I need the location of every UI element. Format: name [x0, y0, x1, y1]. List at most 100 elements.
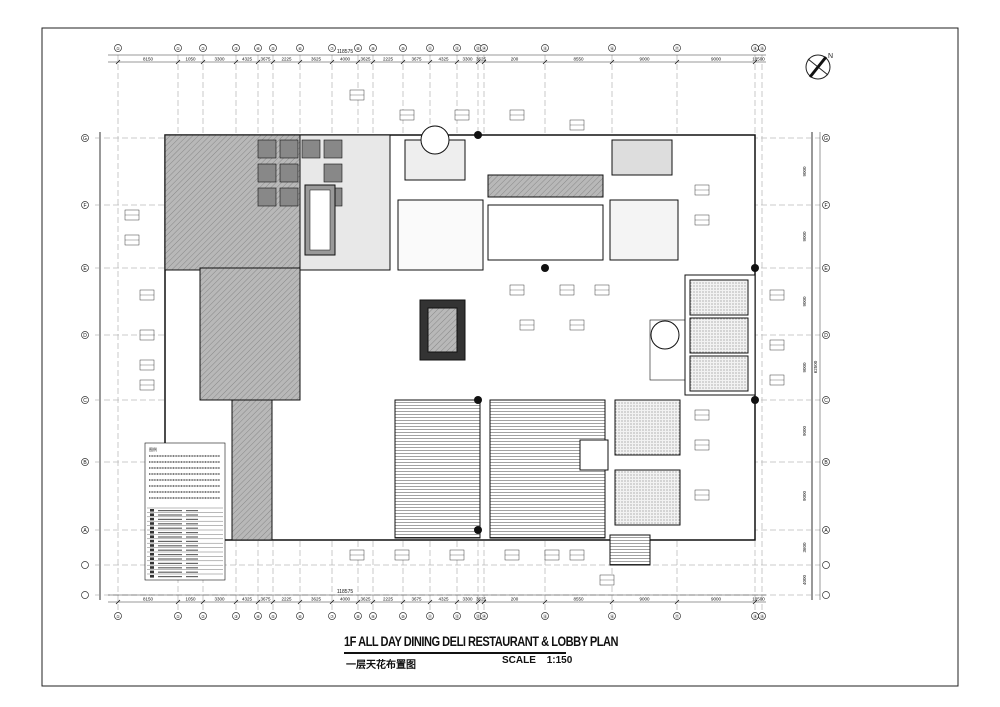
grid-bubble — [673, 44, 681, 52]
grid-bubble — [822, 264, 830, 272]
grid-column-label: ⑭ — [482, 613, 486, 619]
legend-desc — [186, 510, 198, 512]
dimension-value: 4000 — [340, 57, 351, 62]
dimension-tick — [427, 599, 433, 605]
lobby-column-outline — [649, 319, 686, 381]
grid-bubble — [673, 612, 681, 620]
grid-column-label: ⑮ — [543, 613, 547, 619]
dimension-value: 3300 — [214, 597, 225, 602]
grid-bubble — [114, 612, 122, 620]
dimension-tick — [674, 599, 680, 605]
grid-bubble — [296, 44, 304, 52]
grid-column-label: ⑨ — [371, 614, 375, 619]
grid-bubble — [399, 44, 407, 52]
grid-bubble — [822, 201, 830, 209]
dimension-value: 10500 — [752, 597, 765, 602]
legend-symbol — [150, 509, 154, 512]
floor-plan: 图例 — [124, 89, 785, 586]
ceiling-feature-zone — [487, 204, 604, 261]
grid-column-label: ⑩ — [401, 46, 405, 51]
grid-bubble — [822, 526, 830, 534]
dimension-value: 3625 — [476, 57, 487, 62]
dimension-value: 3625 — [311, 597, 322, 602]
dimension-tick — [454, 599, 460, 605]
dimension-value: 8550 — [573, 597, 584, 602]
grid-bubble — [296, 612, 304, 620]
legend-symbol — [150, 517, 154, 521]
grid-row-label: F — [824, 203, 827, 209]
dimension-tick — [270, 599, 276, 605]
legend-desc — [186, 558, 198, 560]
north-label: N — [828, 53, 833, 60]
structural-column — [474, 131, 482, 139]
grid-bubble — [328, 612, 336, 620]
dimension-value: 3675 — [260, 597, 271, 602]
grid-bubble — [81, 458, 89, 466]
grid-bubble — [199, 612, 207, 620]
dimension-value: 9000 — [639, 597, 650, 602]
legend-heading: 图例 — [149, 446, 157, 452]
grid-row-label: F — [83, 203, 86, 209]
grid-bubble — [174, 612, 182, 620]
legend-symbol — [150, 566, 154, 569]
grid-column-label: ③ — [234, 46, 238, 51]
structural-column — [751, 264, 759, 272]
legend-desc — [186, 571, 198, 573]
scale-label: SCALE — [502, 655, 536, 666]
overall-dimension: 62500 — [813, 360, 818, 373]
dimension-value: 1050 — [185, 57, 196, 62]
grid-bubble — [822, 591, 830, 599]
legend-desc — [158, 545, 182, 547]
grid-bubble — [822, 458, 830, 466]
dimension-value: 3675 — [411, 57, 422, 62]
grid-row-label: E — [83, 266, 87, 272]
dimension-tick — [200, 599, 206, 605]
grid-bubble — [399, 612, 407, 620]
grid-row-label: G — [83, 136, 87, 142]
drawing-scale: SCALE 1:150 — [502, 655, 572, 666]
grid-column-label: ⑱ — [753, 613, 757, 619]
grid-row-label: D — [83, 333, 87, 339]
dimension-value: 3675 — [411, 597, 422, 602]
dimension-value: 9000 — [711, 597, 722, 602]
legend-desc — [186, 567, 198, 569]
stair — [609, 534, 651, 566]
dimension-value: 4000 — [340, 597, 351, 602]
scale-value: 1:150 — [546, 655, 573, 666]
grid-bubble — [232, 44, 240, 52]
grid-bubble — [114, 44, 122, 52]
sheet-border — [41, 27, 959, 687]
grid-bubble — [174, 44, 182, 52]
grid-column-label: ⑤ — [271, 46, 275, 51]
grid-row-label: B — [83, 460, 87, 466]
dimension-value: 2225 — [383, 57, 394, 62]
dimension-tick — [233, 59, 239, 65]
dimension-tick — [255, 599, 261, 605]
dimension-value: 9000 — [711, 57, 722, 62]
dimension-value: 9000 — [802, 490, 807, 501]
dimension-tick — [542, 599, 548, 605]
dimension-value: 3675 — [260, 57, 271, 62]
dimension-value: 3600 — [802, 542, 807, 553]
north-arrow-icon: N — [805, 53, 833, 80]
lift-car — [279, 139, 299, 159]
dimension-value: 2225 — [383, 597, 394, 602]
legend-symbol — [150, 570, 154, 574]
dimension-tick — [329, 599, 335, 605]
grid-bubble — [426, 44, 434, 52]
grid-column-label: ⑲ — [760, 613, 764, 619]
lift-car — [257, 187, 277, 207]
grid-column-label: ⑰ — [675, 613, 679, 619]
central-bar-inner — [427, 307, 458, 353]
dimension-value: 4325 — [242, 57, 253, 62]
grid-column-label: ⑨ — [371, 46, 375, 51]
legend-desc — [186, 540, 198, 542]
grid-bubble — [369, 44, 377, 52]
dimension-value: 3300 — [214, 57, 225, 62]
dimension-tick — [542, 59, 548, 65]
grid-column-label: ① — [176, 46, 180, 51]
grid-row-label: A — [83, 528, 87, 534]
dimension-value: 8550 — [573, 57, 584, 62]
grid-column-label: ① — [116, 46, 120, 51]
